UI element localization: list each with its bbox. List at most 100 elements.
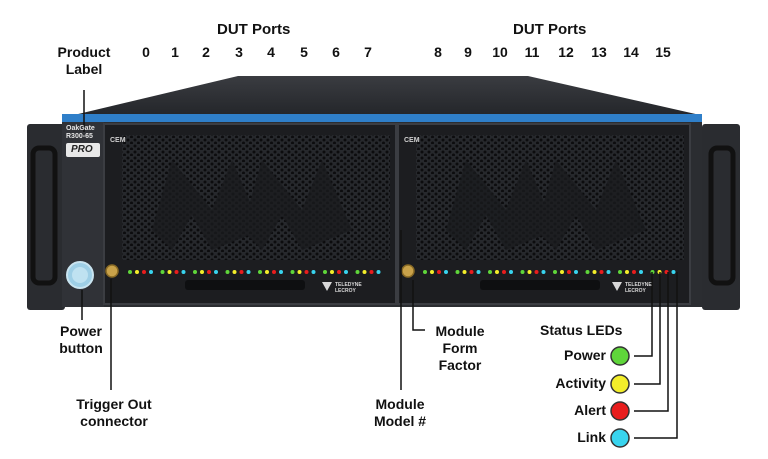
status-led-alert-label: Alert: [574, 402, 606, 418]
trigger-out-line2: connector: [80, 413, 148, 429]
status-led-activity-swatch: [610, 374, 630, 394]
port-status-led: [502, 270, 506, 274]
port-status-led: [181, 270, 186, 274]
port-status-led: [376, 270, 381, 274]
port-status-led: [495, 270, 499, 274]
port-status-led: [297, 270, 302, 274]
port-status-led: [362, 270, 367, 274]
port-status-led: [444, 270, 448, 274]
logo-text-right-1: TELEDYNE: [625, 282, 652, 288]
port-status-led: [355, 270, 360, 274]
power-button-line2: button: [59, 340, 103, 356]
port-status-led: [469, 270, 474, 274]
port-status-led: [632, 270, 636, 274]
power-button-line1: Power: [59, 323, 102, 339]
port-number: 12: [558, 44, 574, 60]
port-status-led: [337, 270, 341, 274]
port-status-led: [265, 270, 269, 274]
status-led-power-swatch: [610, 346, 630, 366]
port-status-led: [553, 270, 557, 274]
port-status-led: [520, 270, 525, 274]
port-status-led: [311, 270, 316, 274]
leader-lines: [81, 90, 678, 439]
product-label-line2: Label: [65, 61, 103, 77]
blue-stripe: [62, 114, 702, 122]
module-form-factor-line3: Factor: [438, 357, 482, 373]
module-form-factor-line1: Module: [435, 323, 485, 339]
port-status-led: [592, 270, 597, 274]
module-connector-body: [401, 264, 415, 278]
port-status-led: [560, 270, 564, 274]
port-status-led: [279, 270, 283, 274]
module-model-line1: Module: [375, 396, 425, 412]
port-status-led: [128, 270, 132, 274]
module-model-line2: Model #: [373, 413, 427, 429]
port-status-led: [239, 270, 244, 274]
trigger-out-annotation: Trigger Out connector: [64, 396, 164, 430]
port-status-led: [534, 270, 539, 274]
module-form-factor-line2: Form: [442, 340, 478, 356]
led-row-right: [423, 270, 676, 274]
port-number: 4: [267, 44, 275, 60]
port-number: 10: [492, 44, 508, 60]
port-number: 14: [623, 44, 639, 60]
port-status-led: [167, 270, 172, 274]
port-number: 9: [464, 44, 472, 60]
port-status-led: [200, 270, 204, 274]
logo-text-right-2: LECROY: [625, 288, 646, 294]
logo-text-left-2: LECROY: [335, 288, 356, 294]
led-row-left: [128, 270, 381, 274]
module-model-annotation: Module Model #: [360, 396, 440, 430]
port-status-led: [149, 270, 153, 274]
port-status-led: [207, 270, 211, 274]
port-number: 15: [655, 44, 671, 60]
teledyne-logo-left: [322, 282, 332, 291]
port-status-led: [304, 270, 309, 274]
port-status-led: [430, 270, 434, 274]
teledyne-logo-right: [612, 282, 622, 291]
port-status-led: [476, 270, 481, 274]
port-number: 0: [142, 44, 150, 60]
port-status-led: [527, 270, 532, 274]
port-status-led: [541, 270, 546, 274]
port-status-led: [455, 270, 460, 274]
status-led-link-swatch: [610, 428, 630, 448]
port-status-led: [369, 270, 374, 274]
port-status-led: [567, 270, 571, 274]
trigger-out-line1: Trigger Out: [76, 396, 152, 412]
trigger-out-connector-body: [105, 264, 119, 278]
brand-pro-badge: PRO: [71, 144, 93, 155]
port-status-led: [625, 270, 629, 274]
power-button-annotation: Power button: [46, 323, 116, 357]
product-label-plate: [66, 143, 100, 157]
chassis-top-lid: [74, 76, 700, 115]
port-status-led: [509, 270, 513, 274]
port-number: 2: [202, 44, 210, 60]
port-status-led: [344, 270, 348, 274]
port-status-led: [585, 270, 590, 274]
port-number: 7: [364, 44, 372, 60]
dut-ports-right-heading: DUT Ports: [513, 21, 587, 38]
port-status-led: [330, 270, 334, 274]
port-status-led: [160, 270, 165, 274]
status-leds-heading: Status LEDs: [540, 322, 623, 338]
port-status-led: [272, 270, 276, 274]
port-status-led: [225, 270, 230, 274]
port-status-led: [574, 270, 578, 274]
brand-name: OakGate: [66, 125, 95, 132]
product-label-line1: Product: [57, 44, 111, 60]
status-led-link-label: Link: [577, 429, 606, 445]
port-status-led: [135, 270, 139, 274]
port-status-led: [639, 270, 643, 274]
module-tag-right: CEM: [404, 137, 420, 144]
port-number: 3: [235, 44, 243, 60]
logo-text-left-1: TELEDYNE: [335, 282, 362, 288]
port-status-led: [323, 270, 327, 274]
status-led-power-label: Power: [563, 347, 606, 363]
port-status-led: [437, 270, 441, 274]
port-status-led: [232, 270, 237, 274]
port-status-led: [599, 270, 604, 274]
port-status-led: [488, 270, 492, 274]
status-led-alert-swatch: [610, 401, 630, 421]
